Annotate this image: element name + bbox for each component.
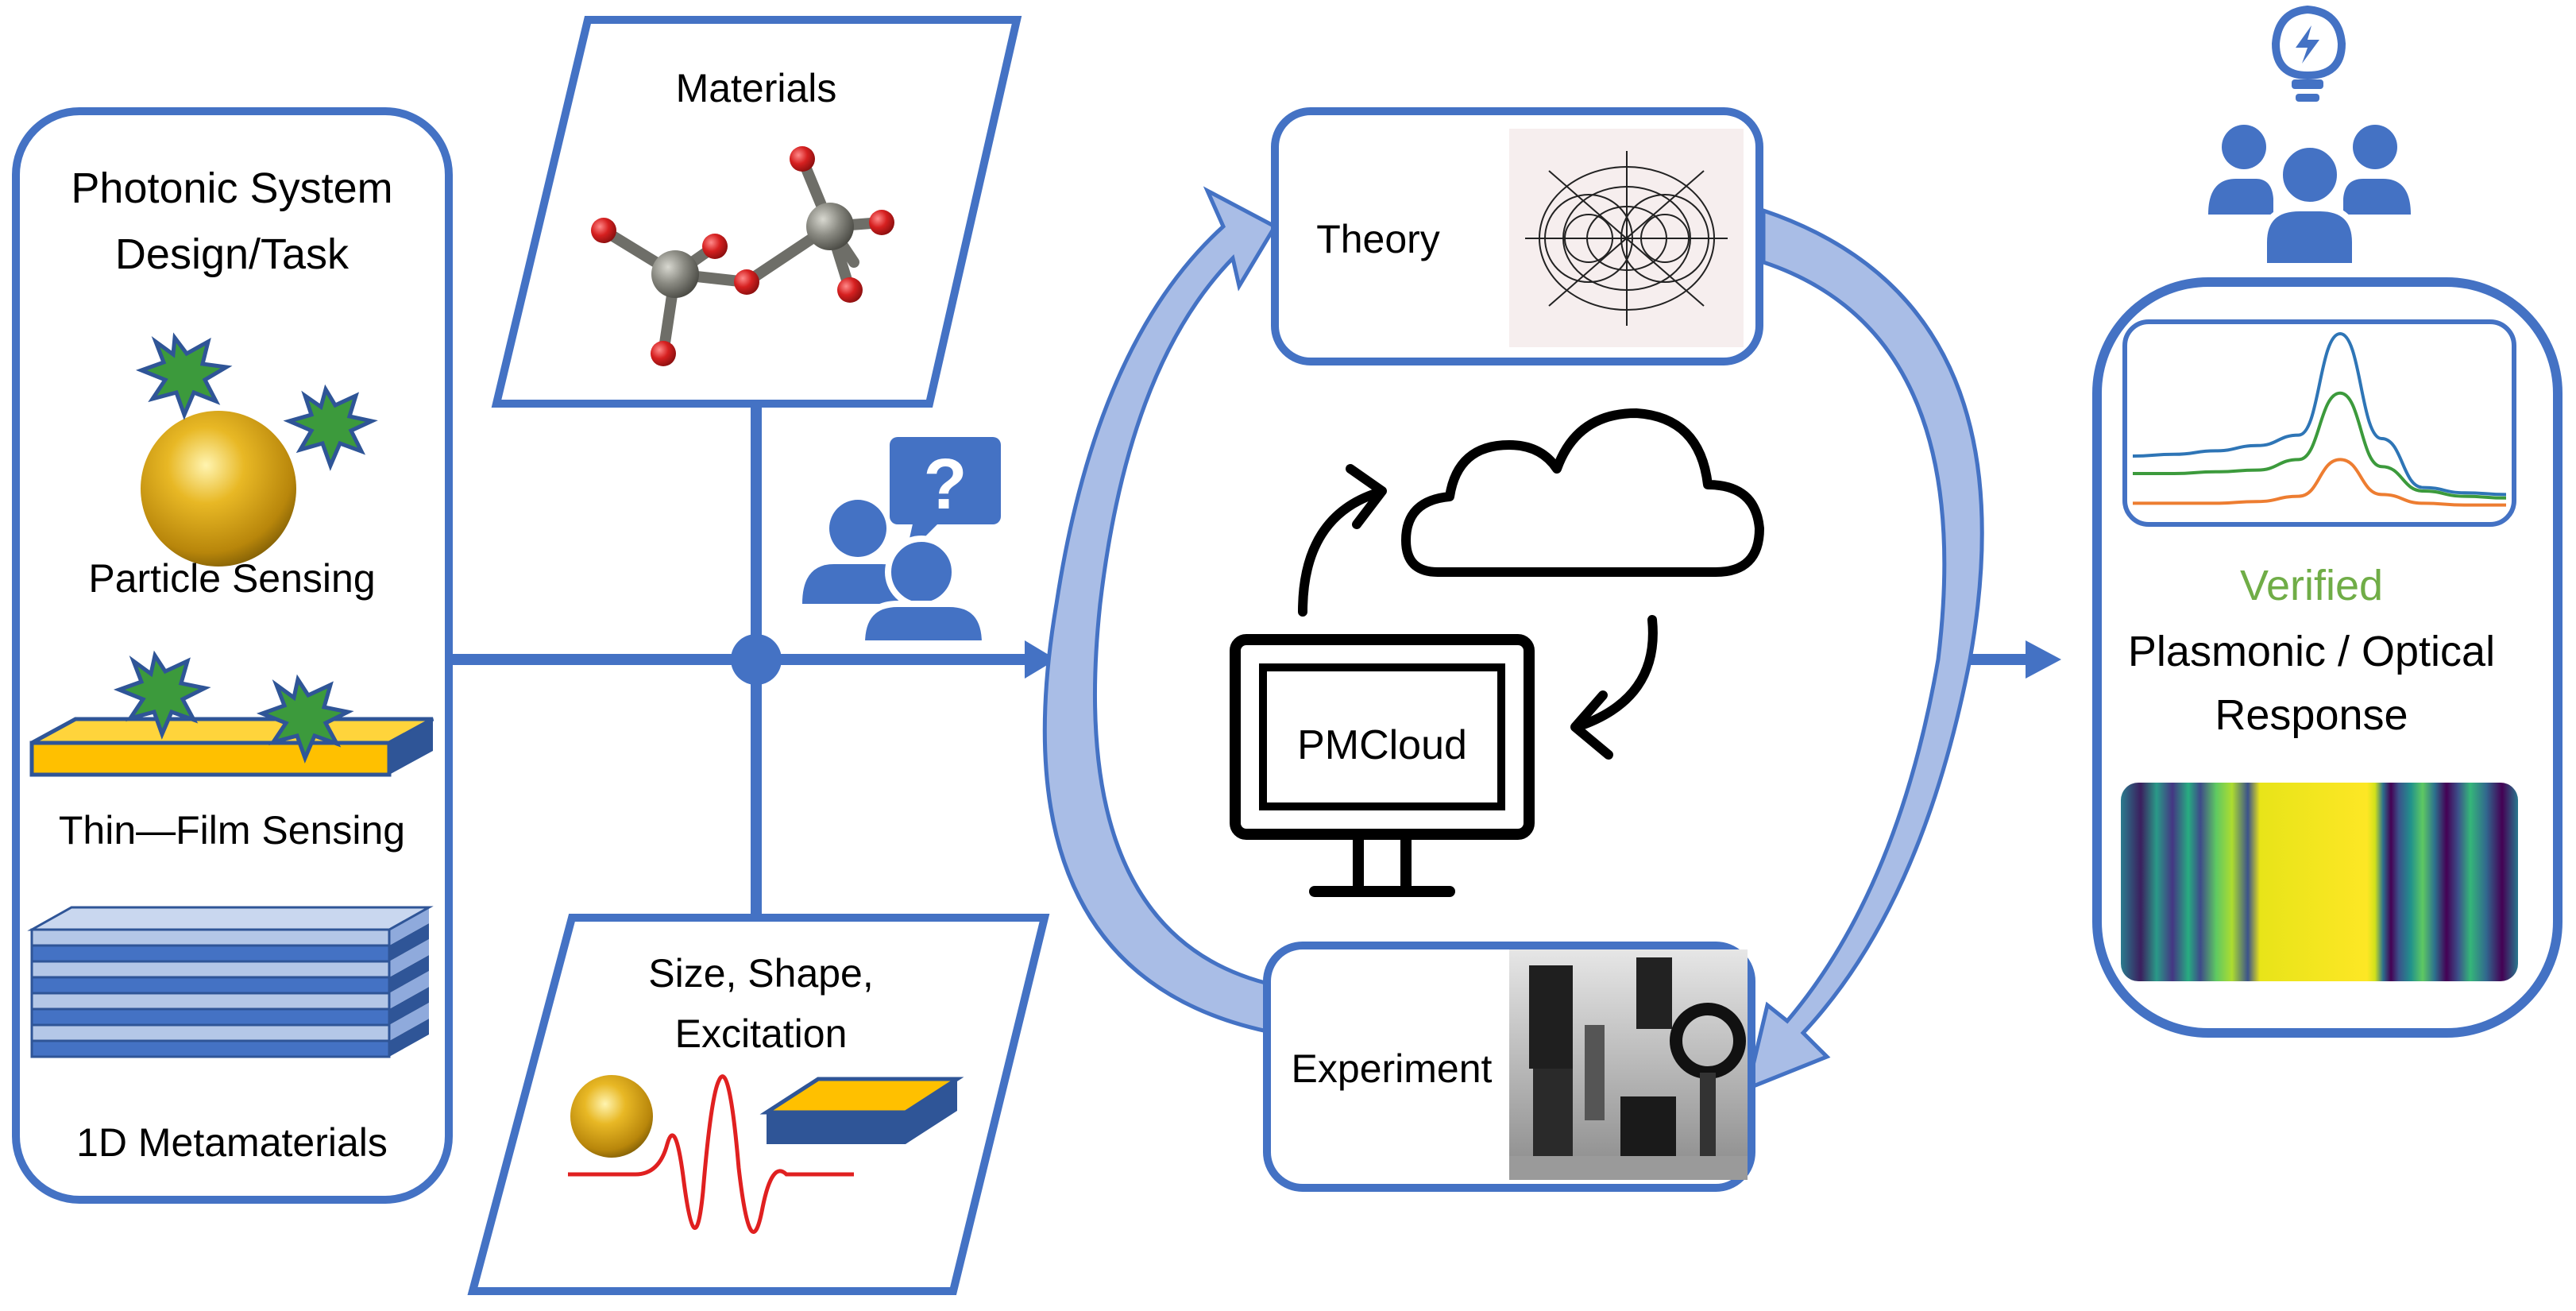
theory-box: Theory — [1271, 107, 1763, 365]
metamaterial-layer — [30, 1007, 391, 1027]
junction-node — [731, 634, 782, 685]
users-question-icon: ? — [802, 437, 1001, 647]
params-line1: Size, Shape, — [648, 951, 874, 996]
analyte-star — [256, 674, 354, 764]
cycle-arrows — [1042, 186, 1984, 1092]
response-panel: Verified Plasmonic / Optical Response — [2092, 277, 2562, 1038]
particle-sensing-illustration: Particle Sensing — [88, 332, 378, 601]
thin-film-illustration: Thin—Film Sensing — [29, 650, 434, 853]
spectrum-chart — [2122, 319, 2516, 527]
metamaterial-layer — [30, 992, 391, 1011]
thin-film-shape-icon — [759, 1077, 964, 1144]
metamaterial-layer — [30, 1023, 391, 1042]
field-sketch-image — [1509, 129, 1744, 347]
materials-box: Materials — [491, 16, 1022, 408]
params-line2: Excitation — [675, 1011, 848, 1056]
analyte-star — [113, 650, 211, 740]
metamaterials-label: 1D Metamaterials — [76, 1120, 388, 1165]
parameters-box: Size, Shape, Excitation — [467, 914, 1050, 1295]
metamaterial-layer-side — [389, 923, 429, 961]
optics-lab-photo — [1509, 949, 1748, 1180]
gold-nanoparticle — [141, 411, 296, 567]
metamaterial-layer — [30, 944, 391, 963]
spectrum-series-line-2 — [2133, 458, 2506, 507]
field-map-image — [2121, 783, 2518, 981]
panel-title-line2: Design/Task — [115, 230, 350, 278]
response-line1: Plasmonic / Optical — [2128, 628, 2495, 675]
thin-film-sensing-label: Thin—Film Sensing — [59, 808, 405, 853]
metamaterial-layer — [30, 960, 391, 979]
arrow-experiment-to-theory — [1042, 186, 1278, 1036]
verified-label: Verified — [2240, 562, 2383, 609]
analyte-star — [135, 332, 233, 420]
metamaterial-layer — [30, 976, 391, 995]
metamaterial-stack — [27, 906, 434, 1058]
metamaterial-layer-side — [389, 1003, 429, 1041]
response-line2: Response — [2215, 691, 2408, 739]
cloud-icon — [1401, 408, 1764, 577]
design-task-panel: Photonic System Design/Task Particle Sen… — [12, 107, 453, 1204]
panel-title-line1: Photonic System — [71, 164, 392, 212]
molecule-illustration — [591, 146, 894, 366]
metamaterial-top-face — [27, 906, 434, 931]
analyte-star — [283, 384, 378, 471]
metamaterial-layer — [30, 1039, 391, 1058]
experiment-label: Experiment — [1292, 1046, 1493, 1091]
sync-arrow-up-icon — [1298, 488, 1383, 617]
metamaterial-layer-side — [389, 971, 429, 1009]
spectrum-series-line-1 — [2132, 391, 2507, 500]
monitor-icon — [1230, 634, 1535, 897]
spectrum-series-line-0 — [2132, 331, 2507, 497]
pmcloud-label: PMCloud — [1297, 722, 1467, 768]
connector-lines — [445, 401, 2061, 914]
particle-sensing-label: Particle Sensing — [88, 556, 375, 601]
experiment-box: Experiment — [1263, 942, 1755, 1192]
question-mark: ? — [924, 445, 967, 524]
metamaterial-layer-side — [389, 939, 429, 977]
metamaterial-layer-side — [389, 1019, 429, 1057]
metamaterial-layer-side — [389, 987, 429, 1025]
excitation-pulse-icon — [568, 1074, 854, 1234]
theory-label: Theory — [1316, 217, 1440, 261]
team-idea-icon — [2208, 5, 2411, 269]
pmcloud-center: PMCloud — [1230, 408, 1764, 897]
sync-arrow-down-icon — [1572, 615, 1658, 732]
metamaterial-layer-side — [389, 907, 429, 946]
arrow-theory-to-experiment — [1744, 207, 1984, 1092]
metamaterial-layer — [30, 928, 391, 947]
metamaterial-layer-side — [389, 955, 429, 993]
nanoparticle-shape-icon — [570, 1075, 653, 1158]
materials-label: Materials — [676, 66, 837, 110]
